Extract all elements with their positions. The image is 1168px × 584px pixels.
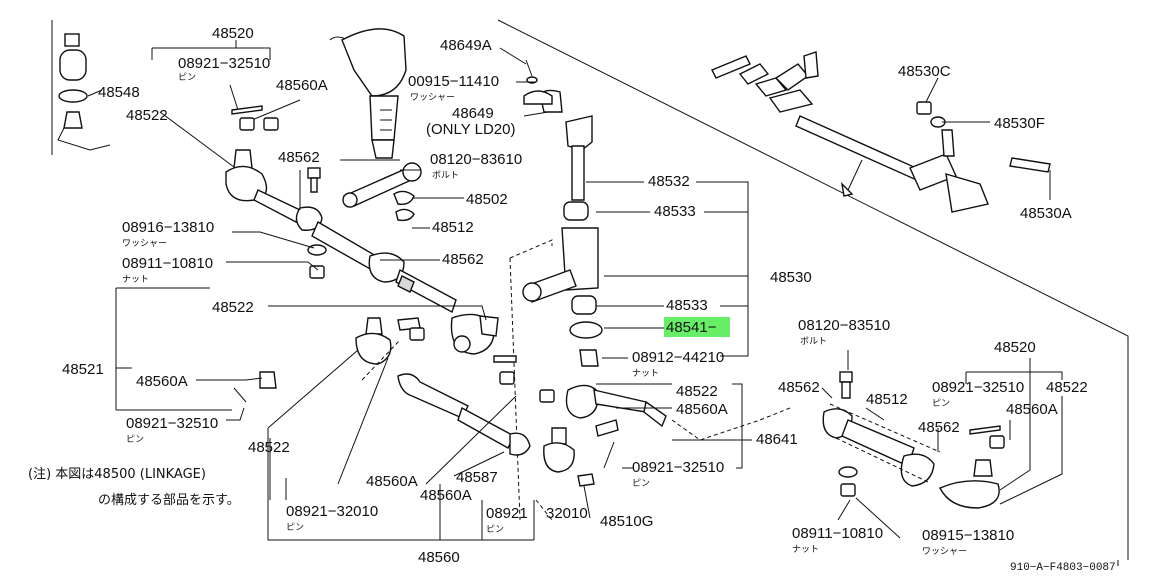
label-48641[interactable]: 48641 bbox=[756, 431, 798, 448]
label-48560A-bottom-1[interactable]: 48560A bbox=[366, 473, 418, 490]
steering-gearbox bbox=[329, 28, 407, 159]
cotter-pin-and-nut-top bbox=[231, 105, 279, 131]
label-pin-jp-4: ピン bbox=[286, 522, 304, 533]
label-48530F[interactable]: 48530F bbox=[994, 115, 1045, 132]
label-48521[interactable]: 48521 bbox=[62, 361, 104, 378]
note-line-1: (注) 本図は48500 (LINKAGE) bbox=[28, 467, 206, 482]
label-48533-upper[interactable]: 48533 bbox=[654, 203, 696, 220]
label-nut-jp-3: ナット bbox=[792, 544, 819, 555]
label-48522-mid-left[interactable]: 48522 bbox=[212, 299, 254, 316]
leader-lines bbox=[115, 47, 1119, 566]
tie-rod-end-lower-left bbox=[233, 317, 531, 456]
linkage-overview bbox=[711, 51, 989, 213]
label-08921-32510-left[interactable]: 08921−32510 bbox=[126, 415, 218, 432]
label-48560A-center[interactable]: 48560A bbox=[676, 401, 728, 418]
label-32010-bottom[interactable]: 32010 bbox=[546, 505, 588, 522]
label-08921-32010[interactable]: 08921−32010 bbox=[286, 503, 378, 520]
label-nut-jp-2: ナット bbox=[632, 368, 659, 379]
note-line-2: の構成する部品を示す。 bbox=[98, 493, 240, 508]
label-48520-right[interactable]: 48520 bbox=[994, 339, 1036, 356]
label-48502[interactable]: 48502 bbox=[466, 191, 508, 208]
adjusting-tube-right bbox=[822, 371, 941, 497]
label-48530[interactable]: 48530 bbox=[770, 269, 812, 286]
label-48522-bottom-left[interactable]: 48522 bbox=[248, 439, 290, 456]
label-washer-jp-1: ワッシャー bbox=[410, 93, 455, 103]
label-pin-jp-1: ピン bbox=[178, 72, 196, 83]
label-48520-top[interactable]: 48520 bbox=[212, 25, 254, 42]
label-pin-jp-6: ピン bbox=[932, 398, 950, 409]
label-08921-bottom[interactable]: 08921 bbox=[486, 505, 528, 522]
label-pin-jp-5: ピン bbox=[486, 524, 504, 535]
label-only-ld20: (ONLY LD20) bbox=[426, 121, 515, 138]
tie-rod-end-upper-left bbox=[225, 149, 301, 224]
label-48548[interactable]: 48548 bbox=[98, 84, 140, 101]
inset-ball-joint bbox=[51, 20, 111, 155]
selected-part-highlight bbox=[664, 317, 730, 337]
label-washer-jp-3: ワッシャー bbox=[922, 547, 967, 557]
diagram-note: (注) 本図は48500 (LINKAGE) の構成する部品を示す。 bbox=[28, 467, 240, 508]
label-bolt-jp-1: ボルト bbox=[432, 170, 459, 181]
label-48649[interactable]: 48649 bbox=[452, 105, 494, 122]
label-pin-jp-2: ピン bbox=[126, 434, 144, 445]
label-pin-jp-3: ピン bbox=[632, 478, 650, 489]
diagram-reference-code: 910−A−F4803−0087 bbox=[1010, 562, 1116, 574]
tie-rod-end-right bbox=[939, 425, 1005, 509]
label-08916-13810[interactable]: 08916−13810 bbox=[122, 219, 214, 236]
label-48512-right[interactable]: 48512 bbox=[866, 391, 908, 408]
label-08911-10810-right[interactable]: 08911−10810 bbox=[792, 525, 883, 542]
leaders-top-left bbox=[151, 40, 301, 171]
label-48560A-top[interactable]: 48560A bbox=[276, 77, 328, 94]
part-number-labels: 48520 08921−32510 ピン 48548 48560A 48522 … bbox=[62, 25, 1088, 566]
label-08911-10810-left[interactable]: 08911−10810 bbox=[122, 255, 213, 272]
label-08915-13810[interactable]: 08915−13810 bbox=[922, 527, 1014, 544]
label-washer-jp-2: ワッシャー bbox=[122, 239, 167, 249]
idler-arm-assembly bbox=[522, 59, 603, 367]
pitman-arm bbox=[342, 162, 422, 222]
label-48560[interactable]: 48560 bbox=[418, 549, 460, 566]
label-48530A[interactable]: 48530A bbox=[1020, 205, 1072, 222]
washer-and-nut-left bbox=[307, 244, 327, 279]
label-48512-left[interactable]: 48512 bbox=[432, 219, 474, 236]
label-08912-44210[interactable]: 08912−44210 bbox=[632, 349, 724, 366]
label-48522-top[interactable]: 48522 bbox=[126, 107, 168, 124]
label-48562-right-1[interactable]: 48562 bbox=[778, 379, 820, 396]
label-48522-right[interactable]: 48522 bbox=[1046, 379, 1088, 396]
label-08120-83610[interactable]: 08120−83610 bbox=[430, 151, 522, 168]
tie-rod-end-lower-center bbox=[493, 355, 791, 487]
label-48510G[interactable]: 48510G bbox=[600, 513, 653, 530]
dashed-enclosure-idler bbox=[509, 239, 553, 521]
label-08921-32510-top[interactable]: 08921−32510 bbox=[178, 55, 270, 72]
label-48533-lower[interactable]: 48533 bbox=[666, 297, 708, 314]
label-48562-mid[interactable]: 48562 bbox=[442, 251, 484, 268]
label-48649A[interactable]: 48649A bbox=[440, 37, 492, 54]
label-48587[interactable]: 48587 bbox=[456, 469, 498, 486]
label-bolt-jp-2: ボルト bbox=[800, 336, 827, 347]
label-48560A-left[interactable]: 48560A bbox=[136, 373, 188, 390]
label-08921-32510-center[interactable]: 08921−32510 bbox=[632, 459, 724, 476]
label-48560A-bottom-2[interactable]: 48560A bbox=[420, 487, 472, 504]
label-48532[interactable]: 48532 bbox=[648, 173, 690, 190]
label-48562-right-2[interactable]: 48562 bbox=[918, 419, 960, 436]
label-00915-11410[interactable]: 00915−11410 bbox=[408, 73, 499, 90]
bolt-48562-top bbox=[299, 167, 321, 210]
label-nut-jp-1: ナット bbox=[122, 274, 149, 285]
label-08120-83510[interactable]: 08120−83510 bbox=[798, 317, 890, 334]
label-48541-highlighted[interactable]: 48541− bbox=[666, 319, 717, 336]
label-48560A-right[interactable]: 48560A bbox=[1006, 401, 1058, 418]
label-08921-32510-right[interactable]: 08921−32510 bbox=[932, 379, 1024, 396]
section-boundary-line bbox=[497, 19, 1129, 560]
label-48530C[interactable]: 48530C bbox=[898, 63, 951, 80]
label-48562-left[interactable]: 48562 bbox=[278, 149, 320, 166]
relay-rod-assembly bbox=[295, 206, 499, 355]
small-parts-top-right bbox=[916, 77, 1051, 173]
label-48522-center[interactable]: 48522 bbox=[676, 383, 718, 400]
